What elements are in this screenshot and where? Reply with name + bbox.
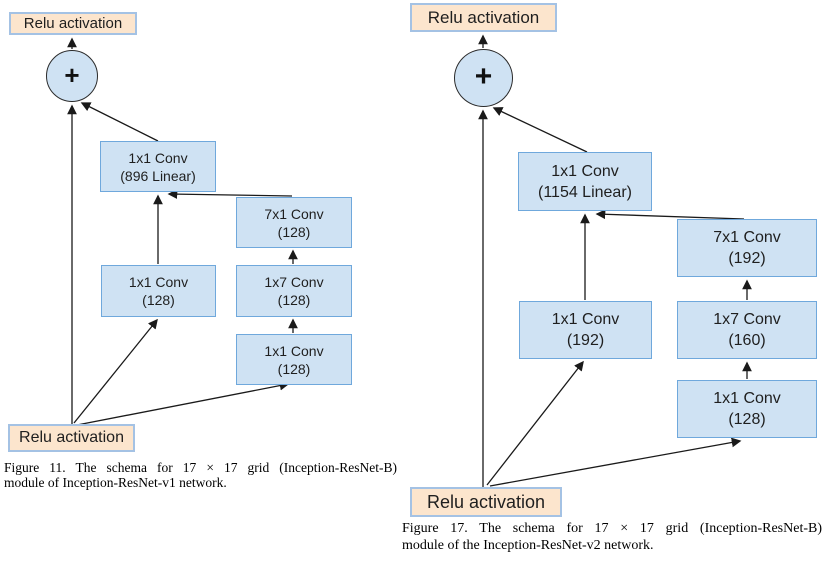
node-conv-7x1-192: 7x1 Conv (192) — [677, 219, 817, 277]
node-label-line2: (160) — [728, 332, 766, 349]
edge-right-relu-to-conv1x1b — [489, 437, 742, 487]
edge-right-convlinear-to-plus — [492, 107, 588, 153]
node-conv-1x1-192-branch1: 1x1 Conv (192) — [519, 301, 652, 359]
node-label-line1: 1x1 Conv — [128, 274, 189, 290]
node-relu-activation-output-left: Relu activation — [9, 12, 137, 35]
node-label-line1: 7x1 Conv — [264, 205, 324, 222]
node-label-line2: (128) — [728, 411, 766, 428]
node-label: Relu activation — [19, 429, 124, 446]
node-label-line1: 1x1 Conv — [551, 162, 619, 180]
node-relu-activation-input-left: Relu activation — [8, 424, 135, 452]
node-label: Relu activation — [427, 7, 540, 27]
caption-line-1: Figure 11. The schema for 17 × 17 grid (… — [4, 460, 397, 475]
node-label-line2: (1154 Linear) — [538, 183, 632, 201]
edge-right-relu-to-conv1x1 — [486, 360, 584, 486]
plus-icon: + — [64, 60, 80, 90]
plus-icon: + — [474, 60, 493, 93]
node-conv-896-linear: 1x1 Conv (896 Linear) — [100, 141, 216, 192]
node-label-line2: (128) — [277, 360, 311, 377]
edge-left-conv7x1-to-convlinear — [167, 189, 293, 200]
node-label-line1: 1x1 Conv — [264, 342, 324, 359]
node-label-line2: (128) — [277, 292, 311, 308]
caption-line-2: module of Inception-ResNet-v1 network. — [4, 475, 227, 490]
node-label: Relu activation — [23, 15, 123, 32]
node-label-line2: (896 Linear) — [120, 167, 196, 184]
node-relu-activation-input-right: Relu activation — [410, 487, 562, 517]
node-label-line1: 1x1 Conv — [551, 311, 620, 328]
node-label: Relu activation — [426, 491, 546, 512]
figure-caption-left: Figure 11. The schema for 17 × 17 grid (… — [4, 460, 397, 490]
node-conv-1x1-128-branch1: 1x1 Conv (128) — [101, 265, 216, 317]
node-plus-sum-right: + — [454, 49, 513, 107]
node-conv-1x7-128: 1x7 Conv (128) — [236, 265, 352, 317]
caption-line-1: Figure 17. The schema for 17 × 17 grid (… — [402, 521, 822, 536]
node-label-line2: (128) — [142, 292, 175, 308]
node-label-line1: 1x7 Conv — [713, 311, 781, 328]
figure-caption-right: Figure 17. The schema for 17 × 17 grid (… — [402, 520, 822, 554]
node-conv-7x1-128: 7x1 Conv (128) — [236, 197, 352, 248]
node-label-line2: (128) — [277, 223, 311, 240]
node-conv-1x1-128-branch2: 1x1 Conv (128) — [677, 380, 817, 438]
node-label-line1: 1x1 Conv — [128, 149, 188, 166]
node-label-line1: 1x1 Conv — [713, 390, 781, 407]
caption-line-2: module of the Inception-ResNet-v2 networ… — [402, 538, 654, 553]
node-plus-sum-left: + — [46, 50, 98, 102]
node-conv-1154-linear: 1x1 Conv (1154 Linear) — [518, 152, 652, 211]
node-relu-activation-output-right: Relu activation — [410, 3, 557, 32]
node-label-line1: 7x1 Conv — [713, 229, 781, 246]
edge-left-relu-to-conv1x1b — [76, 380, 290, 426]
node-conv-1x7-160: 1x7 Conv (160) — [677, 301, 817, 359]
node-conv-1x1-128-branch2: 1x1 Conv (128) — [236, 334, 352, 385]
node-label-line1: 1x7 Conv — [264, 274, 324, 290]
edge-left-relu-to-conv1x1 — [73, 318, 158, 424]
node-label-line2: (192) — [728, 250, 766, 267]
node-label-line2: (192) — [566, 332, 605, 349]
edge-left-convlinear-to-plus — [80, 102, 159, 142]
